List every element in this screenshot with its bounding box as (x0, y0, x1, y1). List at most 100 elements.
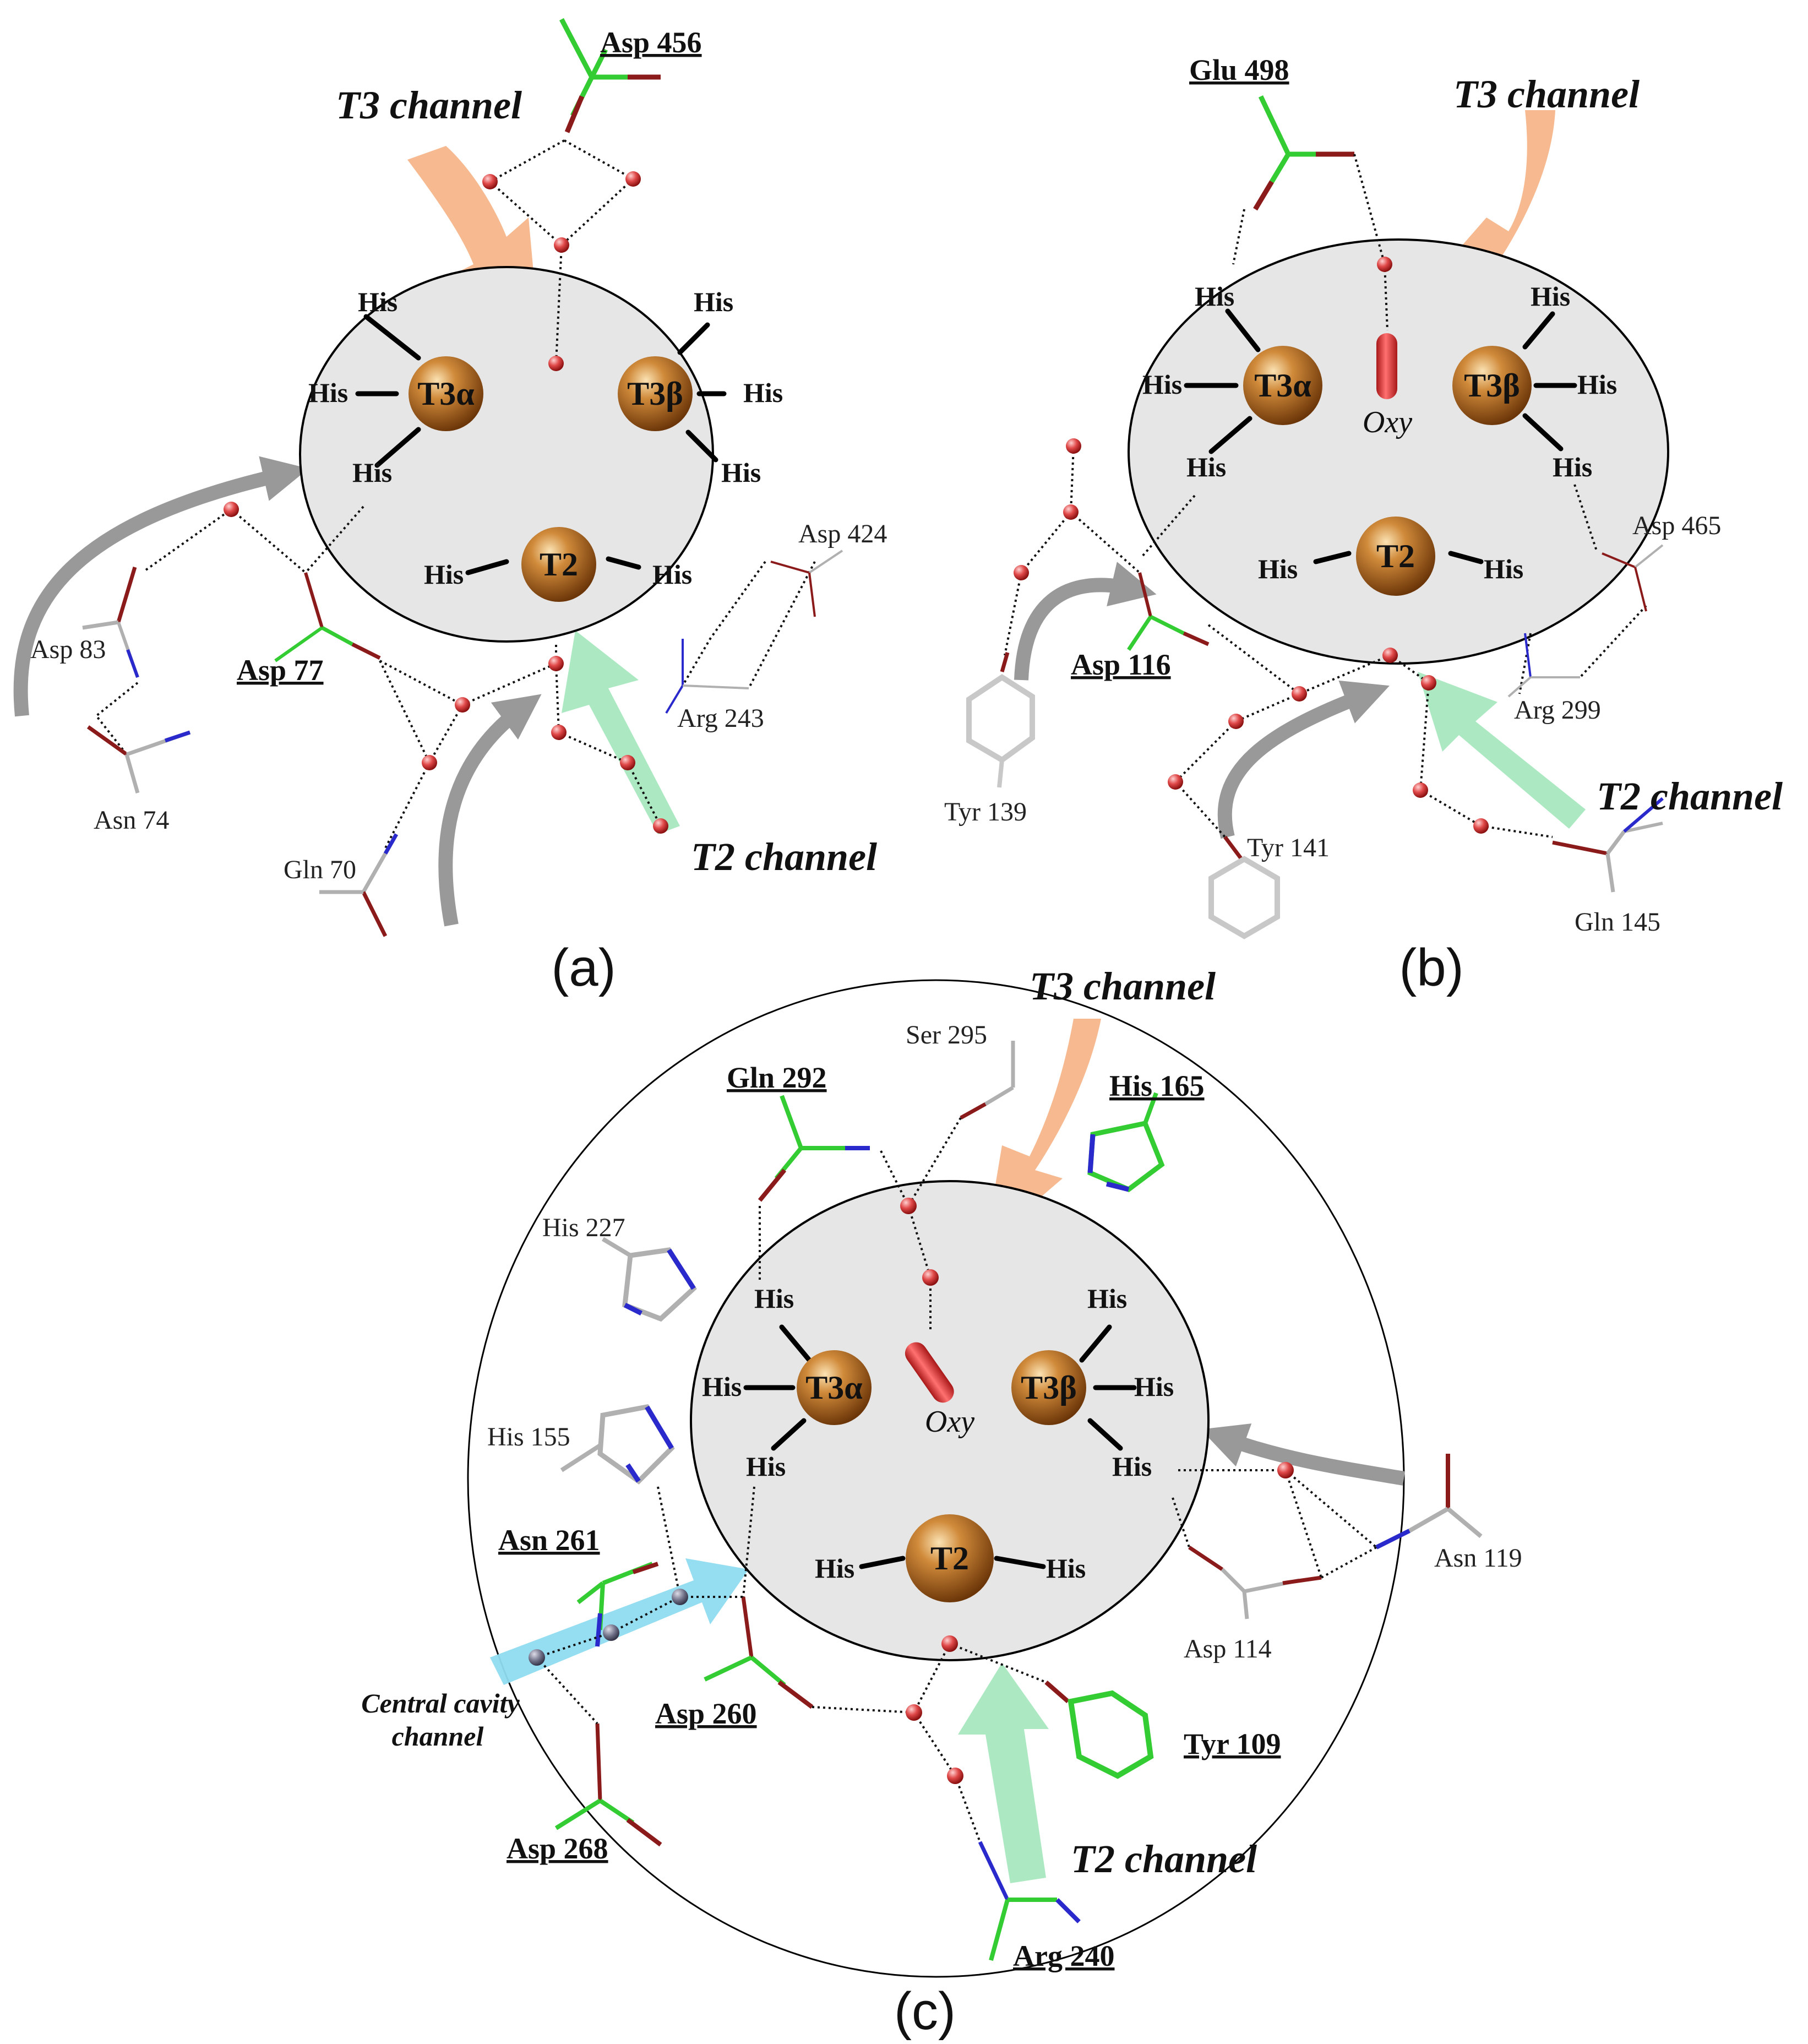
his-label: His (1112, 1451, 1152, 1482)
his-label: His (652, 559, 692, 590)
label-t3b-a: T3β (627, 376, 683, 412)
his-label: His (1531, 281, 1570, 312)
residue-stick-tyr139 (966, 652, 1035, 788)
waters-c (900, 1198, 1294, 1784)
residue-label-tyr139: Tyr 139 (944, 797, 1027, 827)
his-label: His (1046, 1553, 1086, 1584)
his-label: His (746, 1451, 786, 1482)
copper-ions-b (1243, 346, 1532, 596)
residue-label-asn74: Asn 74 (94, 806, 169, 835)
gray-arrow-a-left (13, 456, 309, 717)
his-label: His (694, 286, 733, 317)
label-t3a-a: T3α (417, 376, 475, 412)
residue-label-arg243: Arg 243 (677, 704, 764, 733)
residue-label-asp465: Asp 465 (1632, 511, 1721, 540)
residue-label-asp116: Asp 116 (1071, 648, 1171, 681)
residue-label-asn261: Asn 261 (498, 1524, 600, 1557)
his-label: His (1195, 281, 1234, 312)
his-label: His (1186, 452, 1226, 482)
his-label: His (702, 1371, 742, 1402)
his-label: His (424, 559, 464, 590)
t3-channel-label-a: T3 channel (336, 83, 522, 127)
panel-b: T3α T3β T2 Oxy His His His His His His H… (944, 53, 1783, 997)
residue-label-asn119: Asn 119 (1434, 1543, 1522, 1573)
active-site-a (299, 266, 714, 643)
label-t3b-b: T3β (1464, 367, 1520, 404)
residue-stick-glu498 (1253, 95, 1354, 211)
hbonds-a (95, 139, 816, 849)
his-label: His (1577, 369, 1617, 400)
residue-label-arg240: Arg 240 (1013, 1939, 1114, 1972)
his-label: His (1258, 553, 1298, 584)
oxy-molecule-b (1376, 333, 1397, 399)
his-label: His (815, 1553, 854, 1584)
his-label: His (352, 457, 392, 488)
his-label: His (1484, 553, 1523, 584)
his-label: His (1134, 1371, 1174, 1402)
residue-stick-gln145 (1552, 797, 1664, 893)
residue-label-ser295: Ser 295 (906, 1020, 987, 1050)
t2-channel-label-c: T2 channel (1071, 1837, 1257, 1881)
copper-t3b-b (1452, 346, 1532, 425)
t2-channel-label-b: T2 channel (1597, 774, 1783, 818)
copper-ions-c (797, 1350, 1086, 1602)
gray-arrow-c-right (1200, 1423, 1406, 1486)
residue-stick-asp465 (1602, 544, 1664, 612)
oxy-molecule-c (905, 1342, 954, 1403)
residue-stick-asp77 (274, 572, 381, 662)
copper-t3a-a (409, 356, 483, 431)
his-label: His (754, 1283, 794, 1314)
residue-stick-asp83 (82, 566, 139, 678)
his-label: His (1087, 1283, 1127, 1314)
copper-ions-a (409, 356, 693, 602)
central-cavity-label-c: Central cavity (361, 1688, 520, 1719)
his-label: His (358, 286, 397, 317)
residue-stick-his227 (601, 1237, 697, 1322)
residue-label-asp424: Asp 424 (798, 519, 887, 548)
copper-t2-c (906, 1514, 994, 1602)
panel-a: T3α T3β T2 His His His His His His His H… (13, 18, 887, 997)
label-t3a-b: T3α (1254, 367, 1311, 404)
residue-label-gln292: Gln 292 (727, 1061, 827, 1094)
central-cavity-label-c-line2: channel (392, 1721, 484, 1752)
residue-stick-asp424 (770, 550, 843, 617)
residue-stick-gln70 (319, 833, 399, 937)
residue-label-asp114: Asp 114 (1184, 1634, 1272, 1664)
residue-stick-asp116 (1127, 572, 1210, 651)
residue-stick-asp456 (559, 18, 661, 133)
copper-t2-a (521, 527, 596, 602)
active-site-c (690, 1180, 1210, 1661)
residue-stick-his155 (560, 1404, 675, 1485)
residue-stick-gln292 (758, 1095, 870, 1202)
panel-label-b: (b) (1399, 938, 1463, 997)
copper-t2-b (1356, 517, 1435, 596)
panel-label-a: (a) (551, 938, 616, 997)
residue-stick-asp268 (554, 1723, 662, 1847)
copper-t3b-c (1011, 1350, 1086, 1425)
residue-stick-tyr141 (1208, 835, 1280, 939)
residue-label-asp268: Asp 268 (507, 1832, 608, 1865)
residue-stick-ser295 (960, 1041, 1015, 1120)
label-t2-b: T2 (1376, 538, 1415, 574)
cu-bonds-a (355, 314, 727, 575)
label-t3b-c: T3β (1021, 1369, 1077, 1406)
label-t3a-c: T3α (805, 1369, 863, 1406)
residue-label-glu498: Glu 498 (1189, 53, 1289, 86)
residue-stick-arg243 (665, 639, 749, 714)
his-label: His (1142, 369, 1182, 400)
his-label: His (308, 377, 348, 408)
residue-label-gln145: Gln 145 (1575, 907, 1660, 937)
residue-stick-asn261 (576, 1562, 659, 1647)
t2-channel-arrow-a (562, 630, 680, 834)
t2-channel-arrow-b (1418, 672, 1586, 829)
gray-arrow-b-left (1014, 562, 1157, 681)
hbonds-c (536, 1117, 1377, 1842)
residue-stick-asp114 (1188, 1546, 1322, 1619)
residue-label-asp77: Asp 77 (237, 654, 324, 687)
his-label: His (721, 457, 761, 488)
residue-label-his227: His 227 (542, 1213, 625, 1242)
residue-stick-his165 (1087, 1092, 1165, 1193)
hbonds-b (1004, 154, 1647, 838)
cu-bonds-c (743, 1324, 1137, 1569)
